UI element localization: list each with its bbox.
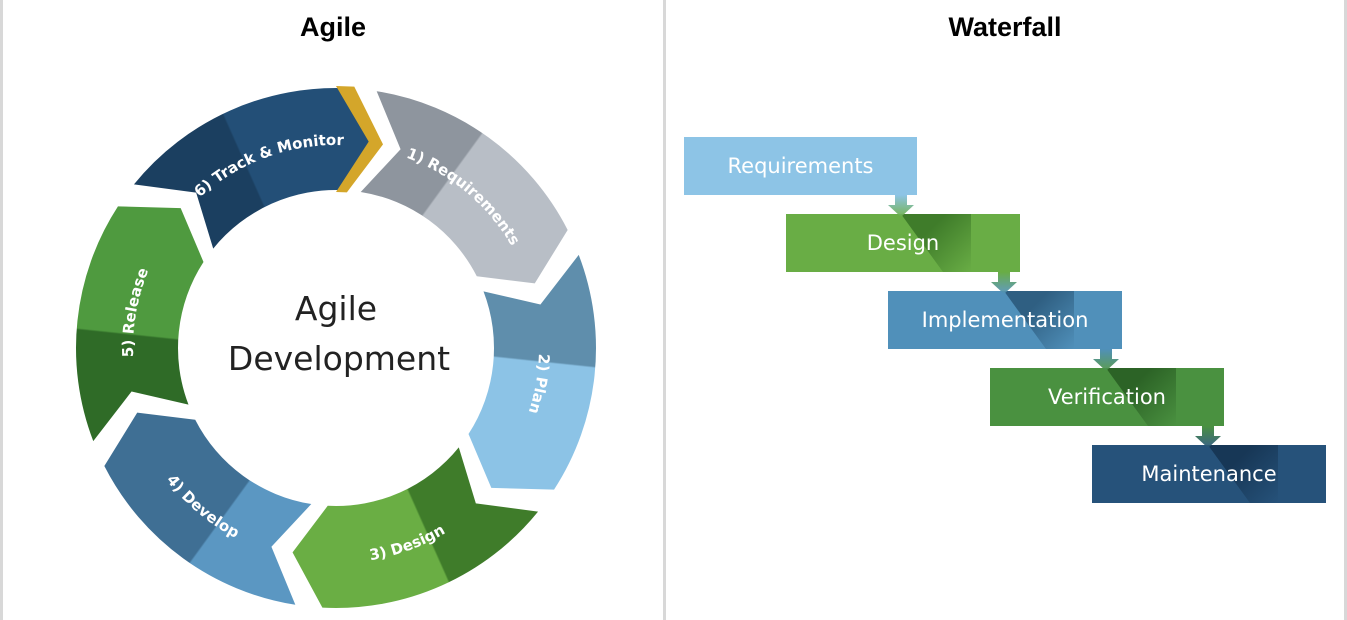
cycle-segment-4 [104,412,312,605]
waterfall-step-verification: Verification [990,368,1224,426]
cycle-segment-1 [360,91,568,284]
down-arrow-icon [990,272,1018,299]
down-arrow-icon [1092,349,1120,376]
step-label: Maintenance [1141,462,1277,486]
waterfall-step-requirements: Requirements [684,137,917,195]
cycle-segment-2 [468,254,596,490]
step-label: Implementation [921,308,1089,332]
down-arrow-icon [887,195,915,222]
center-title-line1: Agile [295,289,377,328]
step-label: Requirements [727,154,874,178]
cycle-segment-5 [75,206,204,442]
down-arrow-icon [1194,426,1222,453]
chevron-arrow-icon [336,86,384,193]
waterfall-title: Waterfall [948,12,1062,42]
agile-title: Agile [299,12,366,42]
cycle-segment-3 [292,447,539,608]
step-label: Verification [1048,385,1166,409]
waterfall-step-design: Design [786,214,1020,272]
step-label: Design [866,231,940,255]
center-title-line2: Development [228,339,450,378]
cycle-segment-6 [133,88,380,249]
waterfall-step-implementation: Implementation [888,291,1122,349]
waterfall-step-maintenance: Maintenance [1092,445,1326,503]
